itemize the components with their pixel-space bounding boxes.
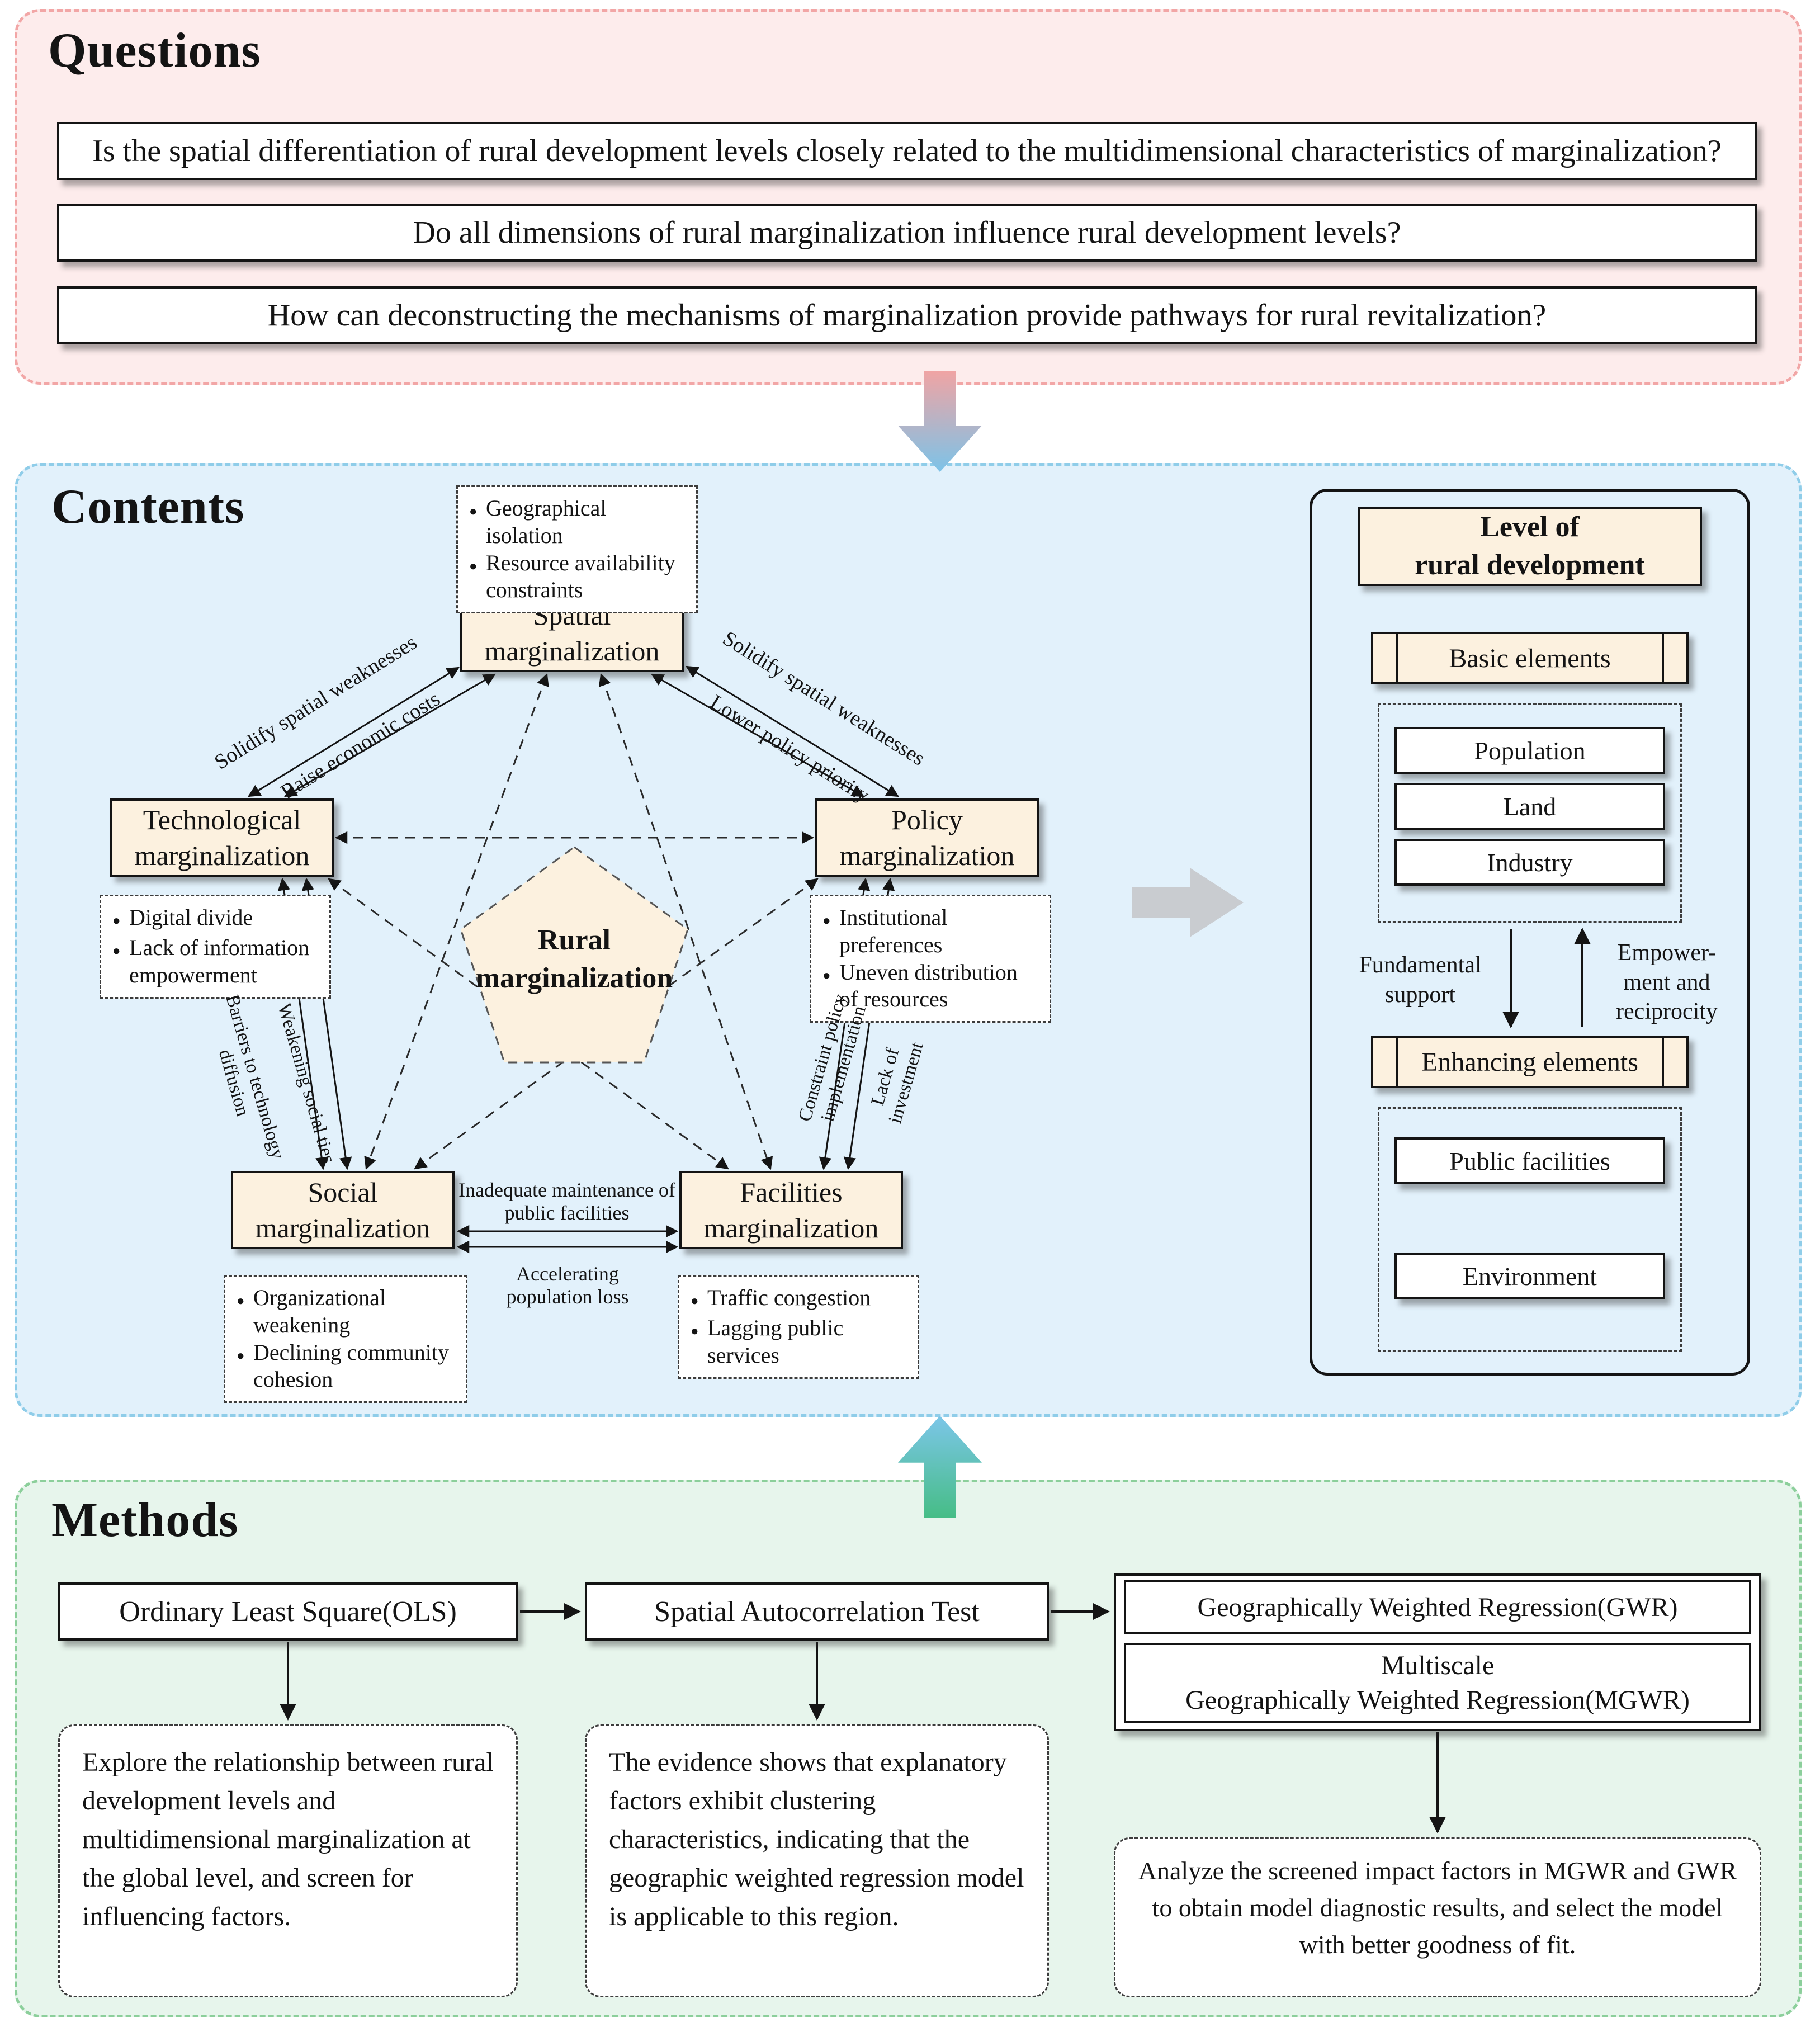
empowerment-reciprocity-label: Empower-ment and reciprocity — [1616, 940, 1718, 1024]
item-label: Land — [1503, 792, 1557, 821]
question-text: Do all dimensions of rural marginalizati… — [413, 215, 1401, 250]
desc-gwr-mgwr: Analyze the screened impact factors in M… — [1114, 1837, 1761, 1997]
method-gwr-box: Geographically Weighted Regression(GWR) — [1124, 1580, 1751, 1634]
bullet-icon — [469, 550, 486, 580]
bullet-icon — [822, 904, 839, 934]
method-label: Ordinary Least Square(OLS) — [119, 1595, 457, 1628]
bullet-icon — [237, 1284, 253, 1315]
edge-label-accelerating-population-loss: Accelerating population loss — [506, 1263, 629, 1308]
desc-spatial-autocorrelation: The evidence shows that explanatory fact… — [585, 1724, 1049, 1997]
basic-item-land: Land — [1394, 783, 1665, 830]
edge-label-inadequate-maintenance: Inadequate maintenance of public facilit… — [458, 1179, 675, 1225]
bullet-icon — [112, 904, 129, 934]
node-label: Policy marginalization — [839, 804, 1015, 871]
tick-line — [1662, 634, 1664, 682]
bullet-icon — [691, 1315, 707, 1345]
bullet-icon — [237, 1339, 253, 1369]
center-label: Rural marginalization — [471, 922, 678, 997]
notes-social: Organizational weakening Declining commu… — [224, 1275, 467, 1404]
bullet-icon — [469, 495, 486, 525]
basic-elements-group — [1378, 703, 1682, 923]
tick-line — [1396, 634, 1398, 682]
question-text: Is the spatial differentiation of rural … — [92, 134, 1722, 168]
node-label: Technological marginalization — [134, 804, 310, 871]
notes-spatial: Geographical isolation Resource availabi… — [456, 485, 698, 614]
notes-policy: Institutional preferences Uneven distrib… — [810, 895, 1051, 1023]
node-label: Social marginalization — [255, 1176, 431, 1244]
method-ols-box: Ordinary Least Square(OLS) — [58, 1582, 518, 1641]
node-label: Facilities marginalization — [703, 1176, 879, 1244]
basic-item-industry: Industry — [1394, 839, 1665, 886]
method-label-line1: Multiscale — [1381, 1650, 1495, 1680]
center-label-text: Rural marginalization — [475, 924, 673, 994]
note-text: Digital divide — [129, 905, 253, 930]
node-social-marginalization: Social marginalization — [231, 1171, 455, 1249]
item-label: Environment — [1462, 1261, 1597, 1291]
basic-elements-label: Basic elements — [1449, 643, 1611, 673]
tick-line — [1662, 1038, 1664, 1086]
question-item: Is the spatial differentiation of rural … — [57, 122, 1757, 180]
method-label: Geographically Weighted Regression(GWR) — [1197, 1592, 1678, 1622]
node-technological-marginalization: Technological marginalization — [110, 798, 334, 877]
panel-title-line2: rural development — [1415, 549, 1645, 581]
bullet-icon — [112, 934, 129, 965]
bullet-icon — [822, 959, 839, 989]
enhancing-elements-box: Enhancing elements — [1371, 1036, 1689, 1088]
panel-title-line1: Level of — [1480, 511, 1580, 544]
question-item: How can deconstructing the mechanisms of… — [57, 286, 1757, 344]
note-text: Lack of information empowerment — [129, 935, 310, 987]
rural-development-title-box: Level of rural development — [1358, 507, 1702, 586]
basic-elements-box: Basic elements — [1371, 632, 1689, 684]
notes-technological: Digital divide Lack of information empow… — [100, 895, 331, 999]
basic-item-population: Population — [1394, 727, 1665, 774]
fundamental-support-label: Fundamental support — [1359, 952, 1482, 1008]
question-text: How can deconstructing the mechanisms of… — [267, 298, 1547, 333]
item-label: Public facilities — [1449, 1146, 1610, 1175]
contents-title: Contents — [51, 480, 245, 534]
note-text: Uneven distribution of resources — [839, 959, 1018, 1012]
enhancing-elements-label: Enhancing elements — [1421, 1047, 1638, 1077]
node-policy-marginalization: Policy marginalization — [815, 798, 1039, 877]
note-text: Resource availability constraints — [486, 550, 675, 603]
rural-development-panel — [1310, 489, 1750, 1376]
desc-ols: Explore the relationship between rural d… — [58, 1724, 518, 1997]
note-text: Institutional preferences — [839, 905, 948, 957]
methods-title: Methods — [51, 1493, 239, 1547]
node-facilities-marginalization: Facilities marginalization — [679, 1171, 903, 1249]
notes-facilities: Traffic congestion Lagging public servic… — [678, 1275, 919, 1379]
note-text: Organizational weakening — [253, 1285, 386, 1338]
note-text: Traffic congestion — [707, 1285, 871, 1310]
method-mgwr-box: Multiscale Geographically Weighted Regre… — [1124, 1643, 1751, 1723]
method-spatial-autocorrelation-box: Spatial Autocorrelation Test — [585, 1582, 1049, 1641]
method-label-line2: Geographically Weighted Regression(MGWR) — [1185, 1685, 1690, 1715]
node-label: Spatial marginalization — [484, 599, 660, 667]
questions-title: Questions — [48, 23, 261, 78]
note-text: Declining community cohesion — [253, 1339, 449, 1392]
enhancing-item-public-facilities: Public facilities — [1394, 1137, 1665, 1184]
note-text: Geographical isolation — [486, 495, 607, 548]
bullet-icon — [691, 1284, 707, 1315]
enhancing-elements-group — [1378, 1107, 1682, 1352]
note-text: Lagging public services — [707, 1315, 844, 1368]
question-item: Do all dimensions of rural marginalizati… — [57, 204, 1757, 262]
item-label: Population — [1474, 736, 1586, 765]
method-label: Spatial Autocorrelation Test — [654, 1595, 980, 1628]
enhancing-item-environment: Environment — [1394, 1253, 1665, 1299]
down-arrow-icon — [898, 371, 982, 472]
item-label: Industry — [1487, 848, 1573, 877]
tick-line — [1396, 1038, 1398, 1086]
